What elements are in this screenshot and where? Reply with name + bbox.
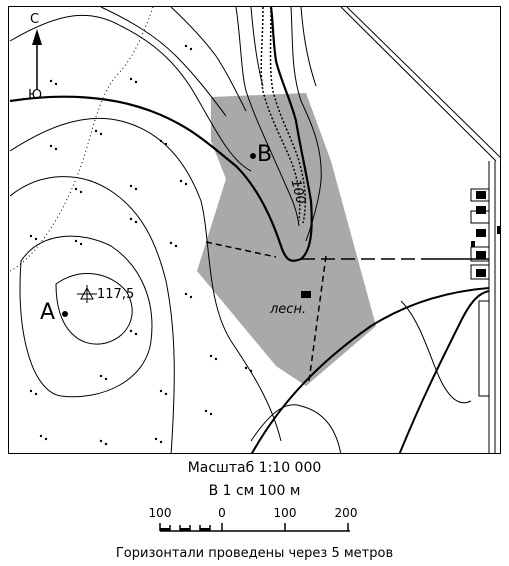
forester-house — [301, 291, 311, 298]
meadow-symbols — [29, 44, 253, 446]
village-outlines — [470, 188, 490, 397]
north-label-n: Ю — [28, 88, 43, 103]
point-a-label: А — [40, 300, 56, 325]
scale-per-cm: В 1 см 100 м — [208, 483, 301, 499]
scale-tick-label: 100 — [273, 506, 297, 520]
scale-ratio: Масштаб 1:10 000 — [187, 460, 322, 476]
contour-lines — [9, 7, 472, 453]
village-buildings — [471, 191, 500, 277]
topographic-map — [8, 6, 501, 454]
contour-interval-note: Горизонтали проведены через 5 метров — [115, 546, 394, 561]
triangulation-mark — [77, 285, 97, 303]
point-b-dot — [250, 153, 256, 159]
index-contour — [9, 7, 313, 262]
point-b-label: В — [257, 142, 273, 167]
scale-tick-label: 100 — [148, 506, 172, 520]
scale-tick-label: 0 — [218, 506, 226, 520]
dotted-boundary — [9, 7, 154, 272]
north-arrow — [32, 29, 42, 89]
cliff-edge-2 — [269, 7, 307, 224]
ravine-contours — [235, 7, 322, 242]
north-label-s: С — [30, 12, 40, 27]
forest-area — [197, 93, 376, 386]
point-a-dot — [62, 311, 68, 317]
map-drawing — [9, 7, 500, 453]
height-mark: 117,5 — [97, 287, 135, 302]
forester-house-label: лесн. — [270, 302, 307, 317]
scale-tick-label: 200 — [334, 506, 358, 520]
